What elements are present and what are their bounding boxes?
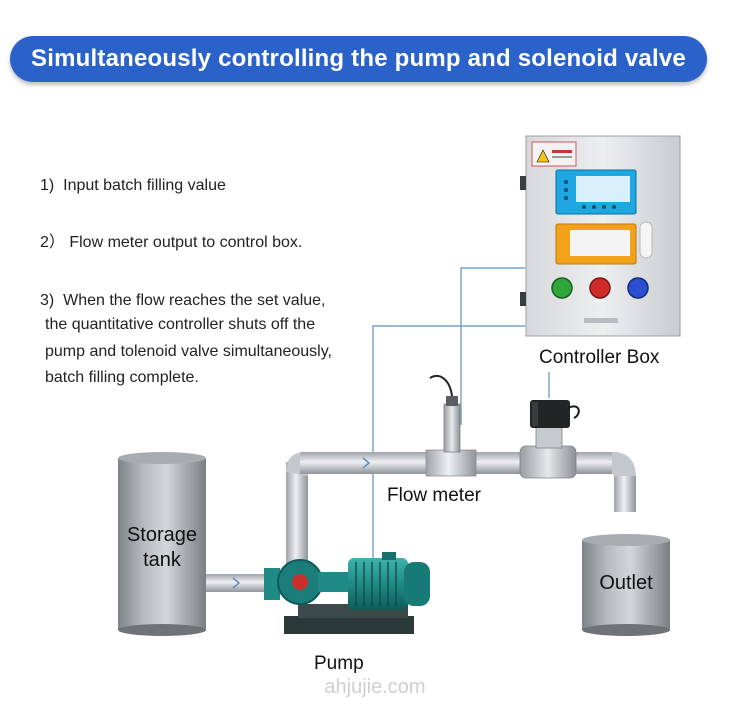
storage-tank-label-line-2: tank [143,549,181,571]
page-title: Simultaneously controlling the pump and … [31,45,686,72]
flow-meter-label: Flow meter [387,485,481,506]
pump-label: Pump [314,653,364,674]
step-3-line-4: batch filling complete. [45,369,199,386]
flow-meter-icon [425,375,477,477]
storage-tank-label-line-1: Storage [126,524,198,546]
storage-tank-icon [118,452,206,636]
pump-signal-line [372,325,525,560]
storage-tank-label: Storage tank [118,523,206,573]
controller-box-icon [520,135,681,337]
step-2: 2） Flow meter output to control box. [40,234,303,251]
title-banner: Simultaneously controlling the pump and … [10,36,707,82]
controller-box-label: Controller Box [539,347,660,368]
outlet-label: Outlet [599,572,653,594]
watermark-text: ahjujie.com [324,676,426,698]
step-3-line-1: 3) When the flow reaches the set value, [40,292,326,309]
solenoid-valve-icon [519,400,580,479]
step-1: 1) Input batch filling value [40,177,226,194]
step-3-line-2: the quantitative controller shuts off th… [45,316,316,333]
flow-meter-signal-line [460,267,525,425]
signal-lines [372,267,550,560]
step-3-line-3: pump and tolenoid valve simultaneously, [45,343,332,360]
outlet-tank-icon [582,534,670,636]
pump-icon [264,552,430,634]
